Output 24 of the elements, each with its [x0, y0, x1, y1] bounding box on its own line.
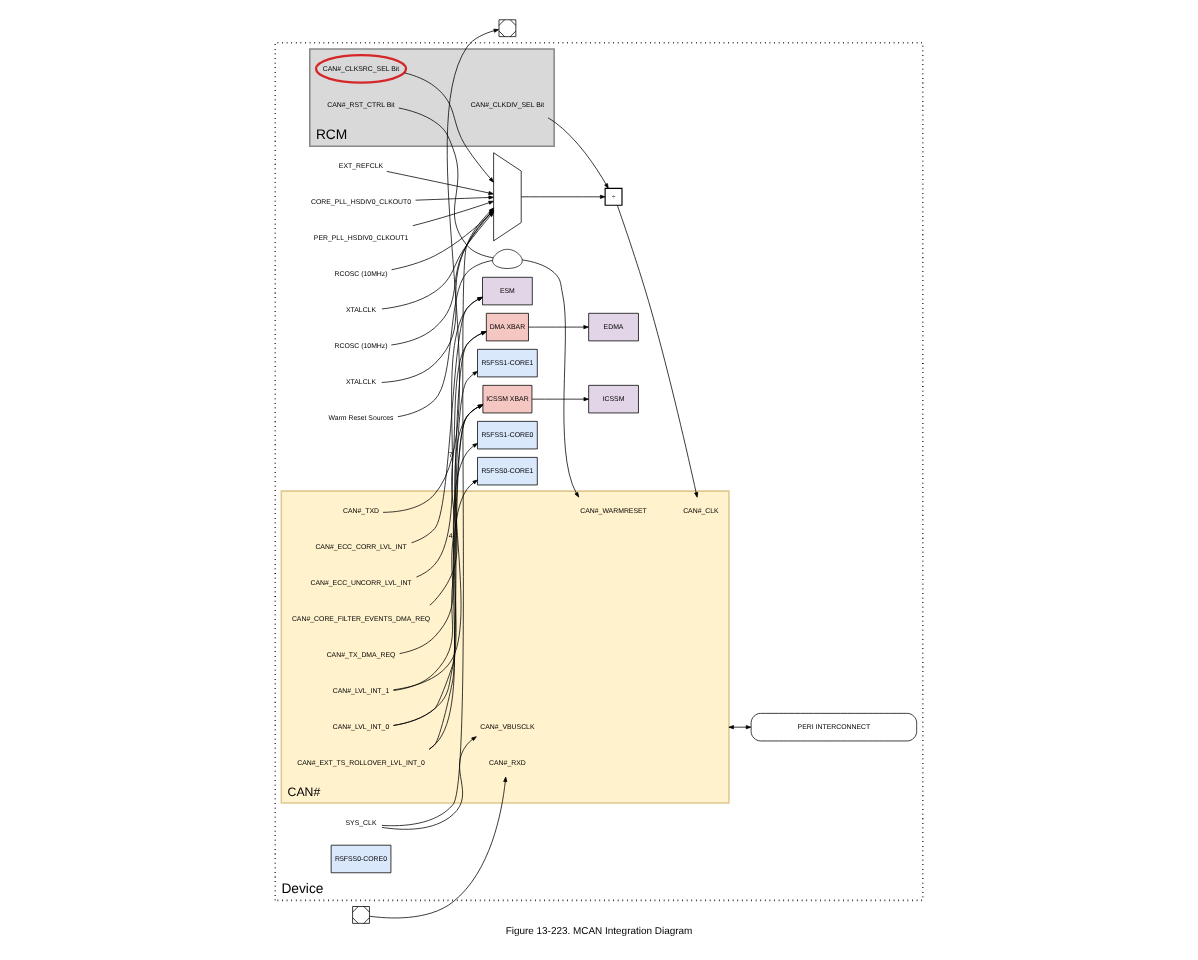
arrow	[428, 479, 478, 750]
arrow	[381, 736, 477, 830]
arrow	[393, 371, 478, 691]
arrow	[547, 117, 609, 189]
arrow	[404, 72, 494, 183]
arrow	[520, 194, 606, 199]
arrow	[392, 443, 478, 726]
arrow	[531, 397, 589, 402]
arrow	[728, 725, 752, 730]
arrow	[411, 296, 483, 544]
node-gate	[492, 248, 523, 269]
arrow	[416, 296, 483, 578]
arrow	[369, 776, 508, 919]
arrow	[528, 325, 589, 330]
arrow	[428, 404, 484, 750]
arrow	[386, 171, 494, 195]
connector	[397, 260, 494, 418]
node-trapezoid	[493, 152, 522, 242]
arrow	[521, 259, 580, 498]
arrow	[382, 28, 500, 513]
arrow	[617, 205, 699, 498]
arrow	[415, 195, 494, 201]
arrow	[399, 331, 487, 654]
arrow	[429, 331, 487, 606]
